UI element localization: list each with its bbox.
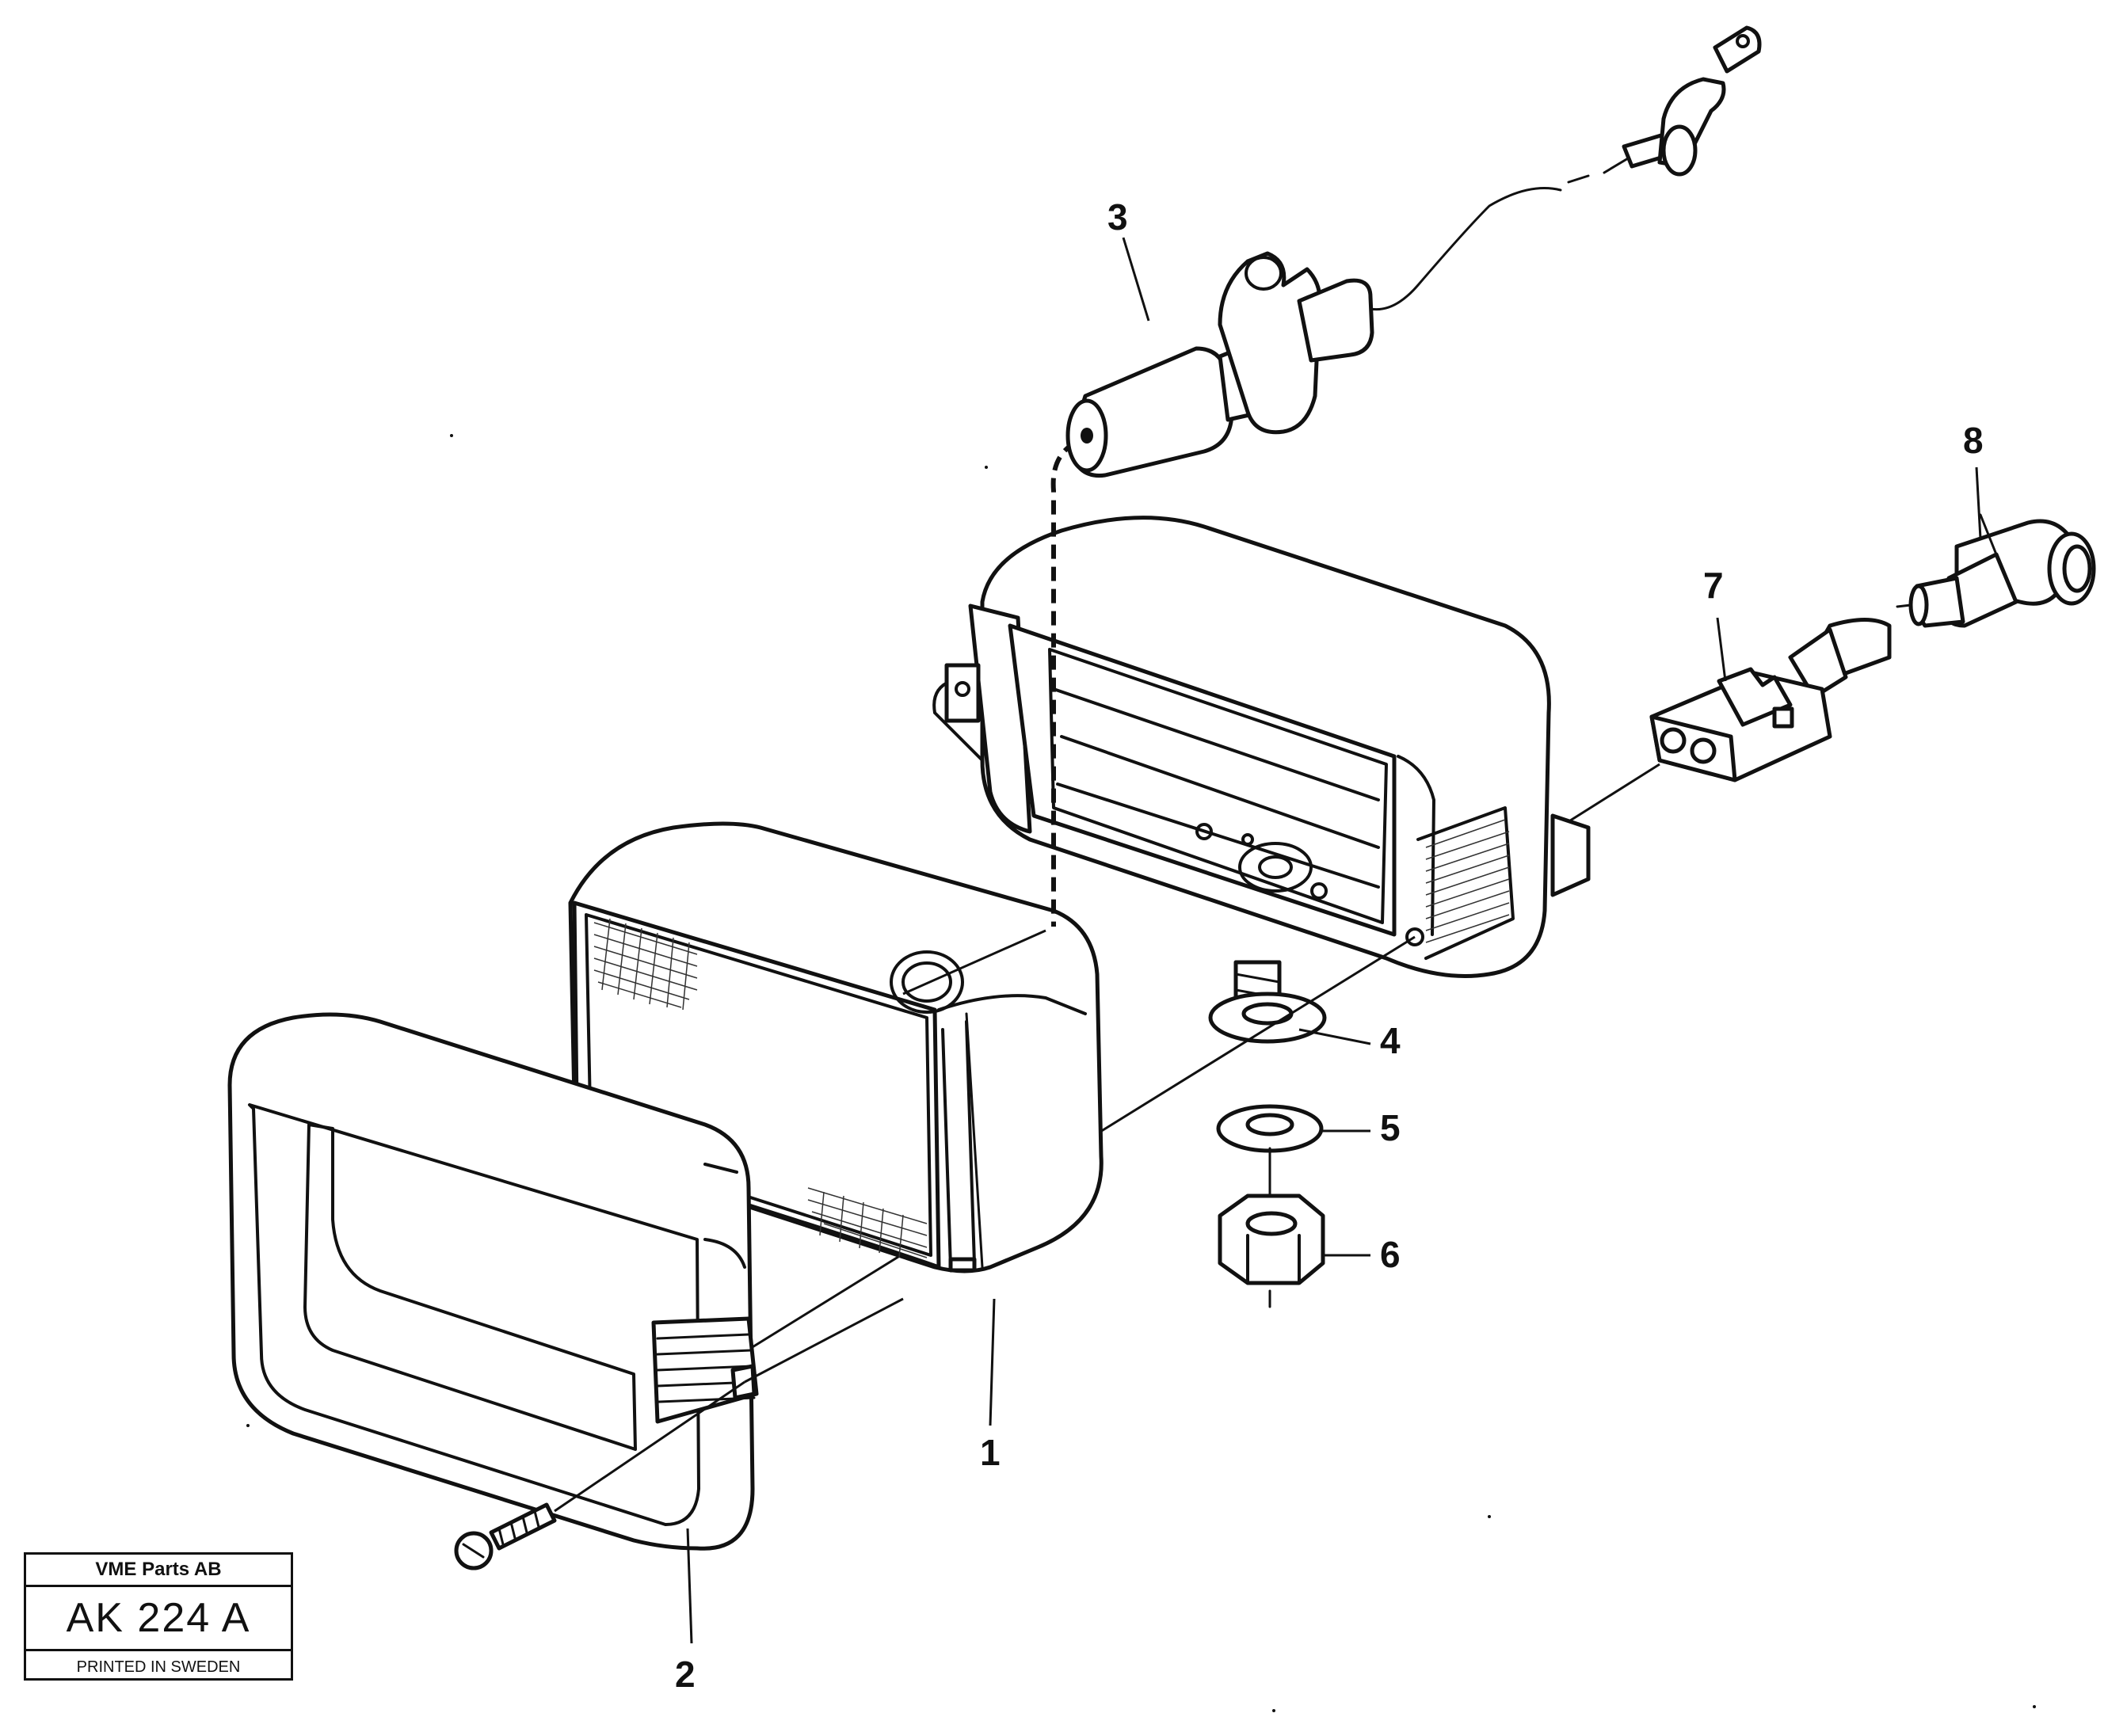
nut-part-6: [1218, 1194, 1325, 1285]
screw: [454, 1380, 745, 1570]
callout-1: 1: [980, 1432, 1001, 1473]
callout-2: 2: [675, 1654, 696, 1695]
stamp-company: VME Parts AB: [26, 1555, 291, 1587]
frame-part-2: [227, 1012, 759, 1551]
lamp-housing-body: [932, 516, 1591, 978]
mounting-hardware: [1208, 960, 1371, 1308]
callout-8: 8: [1963, 420, 1984, 461]
title-stamp: VME Parts AB AK 224 A PRINTED IN SWEDEN: [24, 1552, 293, 1681]
callout-6: 6: [1380, 1234, 1401, 1275]
callout-3: 3: [1107, 196, 1128, 238]
washer-part-5: [1216, 1104, 1324, 1153]
stamp-printed: PRINTED IN SWEDEN: [76, 1658, 241, 1676]
callout-5: 5: [1380, 1107, 1401, 1148]
callout-4: 4: [1380, 1020, 1401, 1061]
bulb-part-3: [1065, 25, 1762, 478]
angled-plug-part-8: [1896, 513, 2096, 628]
stamp-code: AK 224 A: [26, 1587, 291, 1651]
connector-housing-part-7: [1649, 618, 1892, 782]
callout-7: 7: [1703, 565, 1724, 606]
washer-part-4: [1208, 992, 1327, 1044]
